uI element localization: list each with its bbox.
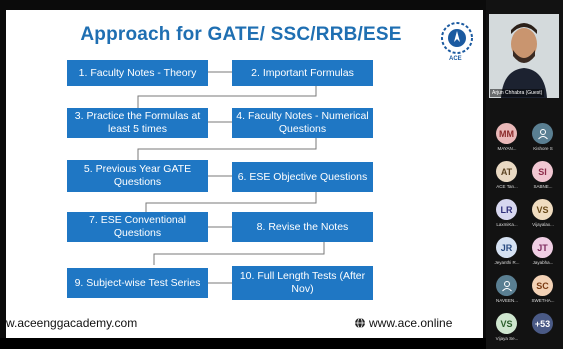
bottom-strip: [0, 338, 486, 349]
participant-tile[interactable]: LR LaxmiKa...: [489, 197, 525, 235]
step-9-box: 9. Subject-wise Test Series: [67, 268, 208, 298]
connector-2-3: [137, 84, 317, 108]
connector-4-5: [137, 136, 317, 160]
step-8-box: 8. Revise the Notes: [232, 212, 373, 242]
step-2-box: 2. Important Formulas: [232, 60, 373, 86]
participant-avatar: JR: [496, 237, 517, 258]
footer-website-right: www.ace.online: [354, 316, 452, 330]
participant-avatar: VS: [532, 199, 553, 220]
participant-avatar: SC: [532, 275, 553, 296]
user-icon: [532, 123, 553, 144]
participant-name: NAVEEN...: [496, 298, 518, 303]
participant-tile[interactable]: MM MAYAN...: [489, 121, 525, 159]
participant-avatar: JT: [532, 237, 553, 258]
participant-avatar: +53: [532, 313, 553, 334]
participant-name: ACE Tan...: [496, 184, 518, 189]
logo-text: ACE: [449, 56, 462, 62]
step-3-box: 3. Practice the Formulas at least 5 time…: [67, 108, 208, 138]
participant-name: Kishore S: [533, 146, 553, 151]
flow-connectors: [137, 71, 325, 284]
participant-tile[interactable]: SC SWETHA...: [525, 273, 561, 311]
connector-6-7: [145, 192, 317, 212]
shared-slide: Approach for GATE/ SSC/RRB/ESE ACE 1. Fa…: [6, 10, 483, 338]
participant-name: Vijayalax...: [532, 222, 554, 227]
connector-8-9: [153, 242, 325, 265]
participant-avatar: AT: [496, 161, 517, 182]
participant-tile[interactable]: Kishore S: [525, 121, 561, 159]
step-10-box: 10. Full Length Tests (After Nov): [232, 266, 373, 300]
participant-name: Jeyanthi R...: [494, 260, 520, 265]
participant-name: LaxmiKa...: [496, 222, 518, 227]
step-6-box: 6. ESE Objective Questions: [232, 162, 373, 192]
participant-tile[interactable]: JT Jayabha...: [525, 235, 561, 273]
presenter-name: Arjun Chhabra (Guest): [490, 89, 545, 97]
footer-website-left: w.aceenggacademy.com: [6, 316, 138, 330]
participant-tile[interactable]: JR Jeyanthi R...: [489, 235, 525, 273]
step-4-box: 4. Faculty Notes - Numerical Questions: [232, 108, 373, 138]
presenter-video[interactable]: [489, 14, 559, 98]
participant-tile[interactable]: VS Vijayalax...: [525, 197, 561, 235]
step-1-box: 1. Faculty Notes - Theory: [67, 60, 208, 86]
step-7-box: 7. ESE Conventional Questions: [67, 212, 208, 242]
participant-name: SWETHA...: [531, 298, 555, 303]
participant-name: MAYAN...: [497, 146, 517, 151]
participant-tile[interactable]: AT ACE Tan...: [489, 159, 525, 197]
ace-logo-icon: [441, 22, 473, 54]
footer-website-right-text: www.ace.online: [369, 316, 453, 330]
slide-title: Approach for GATE/ SSC/RRB/ESE: [80, 24, 402, 45]
participant-tile[interactable]: VS Vijaya Se...: [489, 311, 525, 349]
user-icon: [496, 275, 517, 296]
participant-name: Jayabha...: [532, 260, 554, 265]
step-5-box: 5. Previous Year GATE Questions: [67, 160, 208, 192]
participant-name: Vijaya Se...: [495, 336, 519, 341]
globe-icon: [355, 317, 365, 329]
participant-tile[interactable]: SI SABNE...: [525, 159, 561, 197]
participant-tile[interactable]: +53: [525, 311, 561, 349]
participant-avatar: MM: [496, 123, 517, 144]
presenter-person-icon: [489, 14, 559, 98]
participant-tile[interactable]: NAVEEN...: [489, 273, 525, 311]
participant-avatar: SI: [532, 161, 553, 182]
participant-name: SABNE...: [533, 184, 553, 189]
participant-avatar: VS: [496, 313, 517, 334]
participant-avatar: LR: [496, 199, 517, 220]
